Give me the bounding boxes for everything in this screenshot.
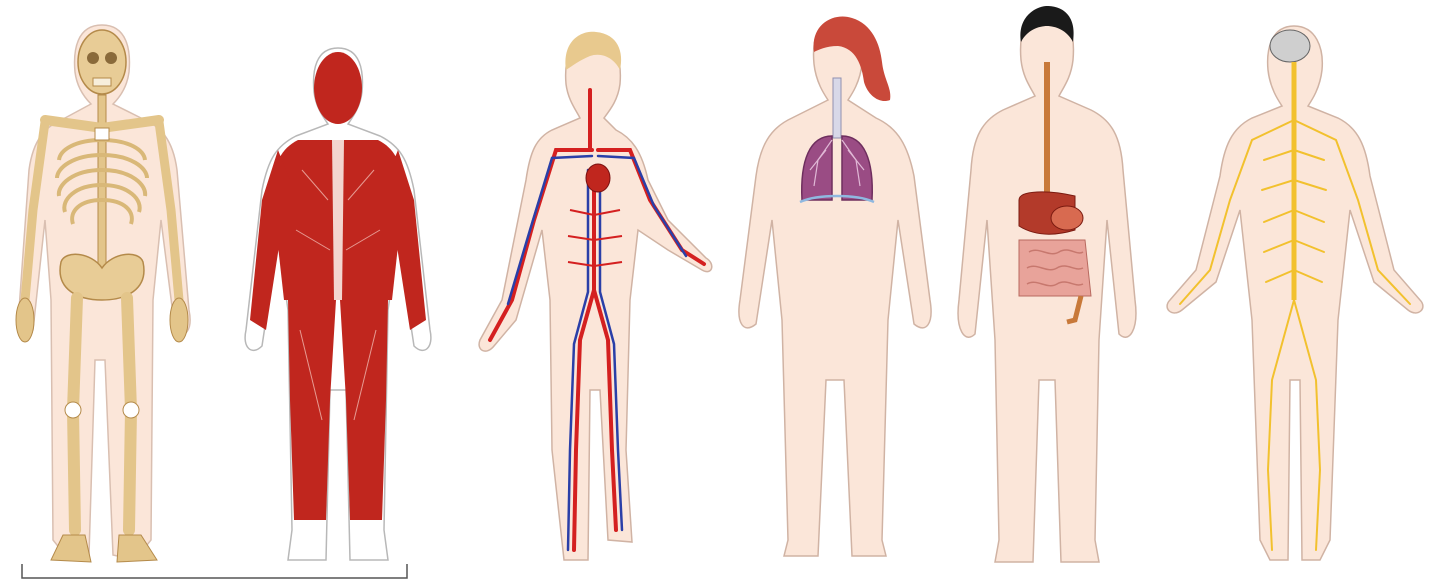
- skeleton-figure: [5, 0, 200, 583]
- respiratory-figure: [722, 0, 947, 583]
- circulatory-figure: [472, 0, 717, 583]
- bracket-line: [0, 560, 440, 583]
- nervous-figure: [1160, 0, 1430, 583]
- muscle-figure: [232, 0, 444, 583]
- digestive-figure: [955, 0, 1140, 583]
